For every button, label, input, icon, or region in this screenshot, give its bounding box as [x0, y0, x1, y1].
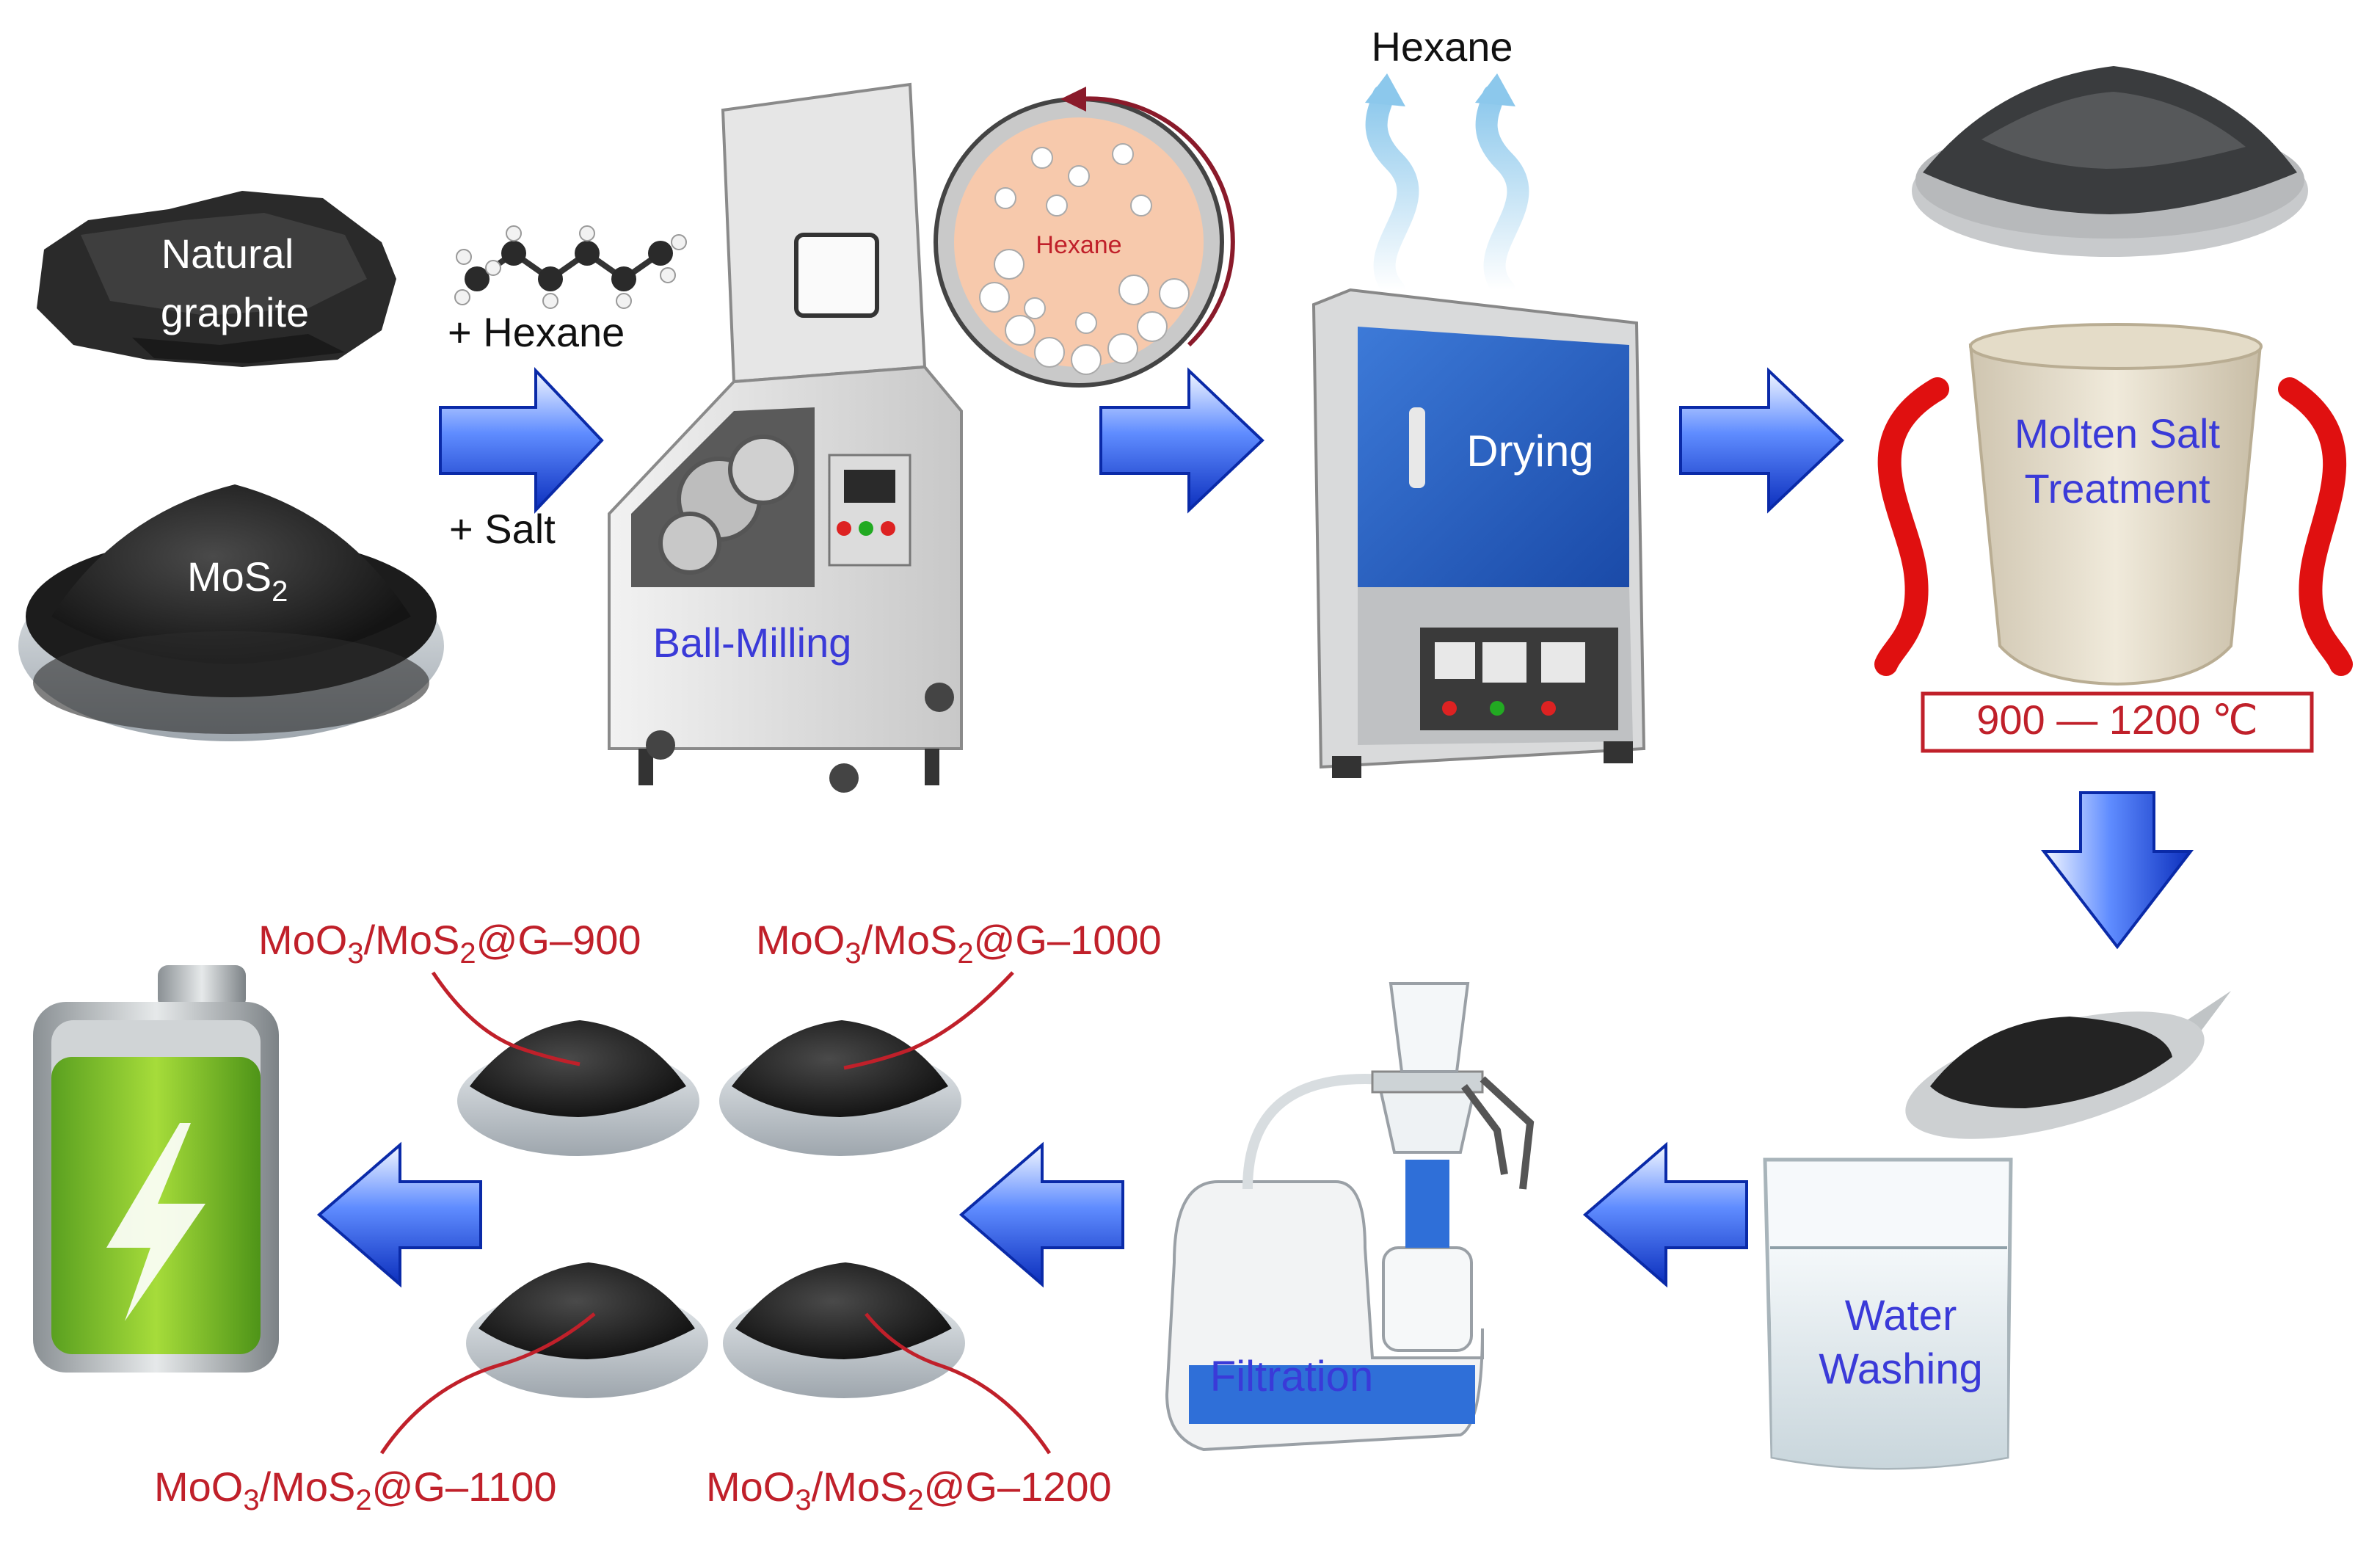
product-label: MoO3/MoS2@G–1100 — [154, 1312, 596, 1516]
mos2-label: MoS2 — [187, 553, 288, 608]
furnace-image: Drying — [1311, 288, 1646, 778]
product-label-900: MoO3/MoS2@G–900 — [258, 917, 641, 970]
drying-label: Drying — [1466, 426, 1593, 476]
graphite-label-line2: graphite — [161, 289, 309, 335]
filtration-label: Filtration — [1210, 1353, 1373, 1400]
product-label: MoO3/MoS2@G–1000 — [756, 917, 1162, 1070]
product-label-1100: MoO3/MoS2@G–1100 — [154, 1464, 557, 1516]
vapor-arrows-icon — [1365, 73, 1529, 301]
graphite-label-line1: Natural — [161, 230, 294, 277]
ball-milling-label: Ball-Milling — [653, 619, 852, 666]
product-dish — [457, 1020, 699, 1156]
product-label: MoO3/MoS2@G–900 — [258, 917, 641, 1066]
product-label-1200: MoO3/MoS2@G–1200 — [706, 1464, 1112, 1516]
heat-wave-icon — [1874, 377, 2353, 676]
ball-mill-machine-image: Ball-Milling — [608, 82, 963, 793]
hexane-vapor-label: Hexane — [1371, 23, 1513, 70]
product-dish — [723, 1262, 965, 1398]
jar-hexane-label: Hexane — [1036, 231, 1121, 259]
arrow-down-icon — [2040, 791, 2194, 950]
water-washing-label-line2: Washing — [1819, 1345, 1983, 1393]
filtration-apparatus-image: Filtration — [1165, 982, 1535, 1452]
molten-salt-label-line2: Treatment — [2024, 465, 2210, 512]
arrow-left-icon — [1582, 1141, 1748, 1288]
mos2-dish-image: MoS2 — [18, 484, 444, 741]
milling-jar-diagram: Hexane — [934, 87, 1235, 388]
battery-icon — [33, 965, 279, 1373]
arrow-right-icon — [439, 366, 604, 515]
molten-salt-label-line1: Molten Salt — [2015, 410, 2221, 457]
product-label-1000: MoO3/MoS2@G–1000 — [756, 917, 1162, 970]
product-dish — [466, 1262, 708, 1398]
arrow-right-icon — [1679, 367, 1844, 514]
product-label: MoO3/MoS2@G–1200 — [706, 1312, 1112, 1516]
add-salt-label: + Salt — [449, 506, 556, 552]
powder-plate-image — [1912, 66, 2308, 257]
arrow-left-icon — [316, 1141, 482, 1288]
arrow-left-icon — [958, 1141, 1124, 1288]
spoon-powder-image — [1905, 991, 2231, 1139]
arrow-right-icon — [1099, 367, 1264, 514]
add-hexane-label: + Hexane — [448, 309, 625, 355]
temperature-range-label: 900 — 1200 ℃ — [1976, 697, 2258, 743]
temperature-box: 900 — 1200 ℃ — [1921, 691, 2314, 753]
beaker-image: Water Washing — [1763, 1157, 2013, 1470]
natural-graphite-image: Natural graphite — [37, 191, 396, 367]
hexane-molecule-icon — [454, 225, 687, 309]
water-washing-label-line1: Water — [1845, 1292, 1957, 1339]
product-dish — [719, 1020, 961, 1156]
lightning-icon — [106, 1123, 205, 1321]
crucible-image: Molten Salt Treatment — [1968, 323, 2263, 686]
